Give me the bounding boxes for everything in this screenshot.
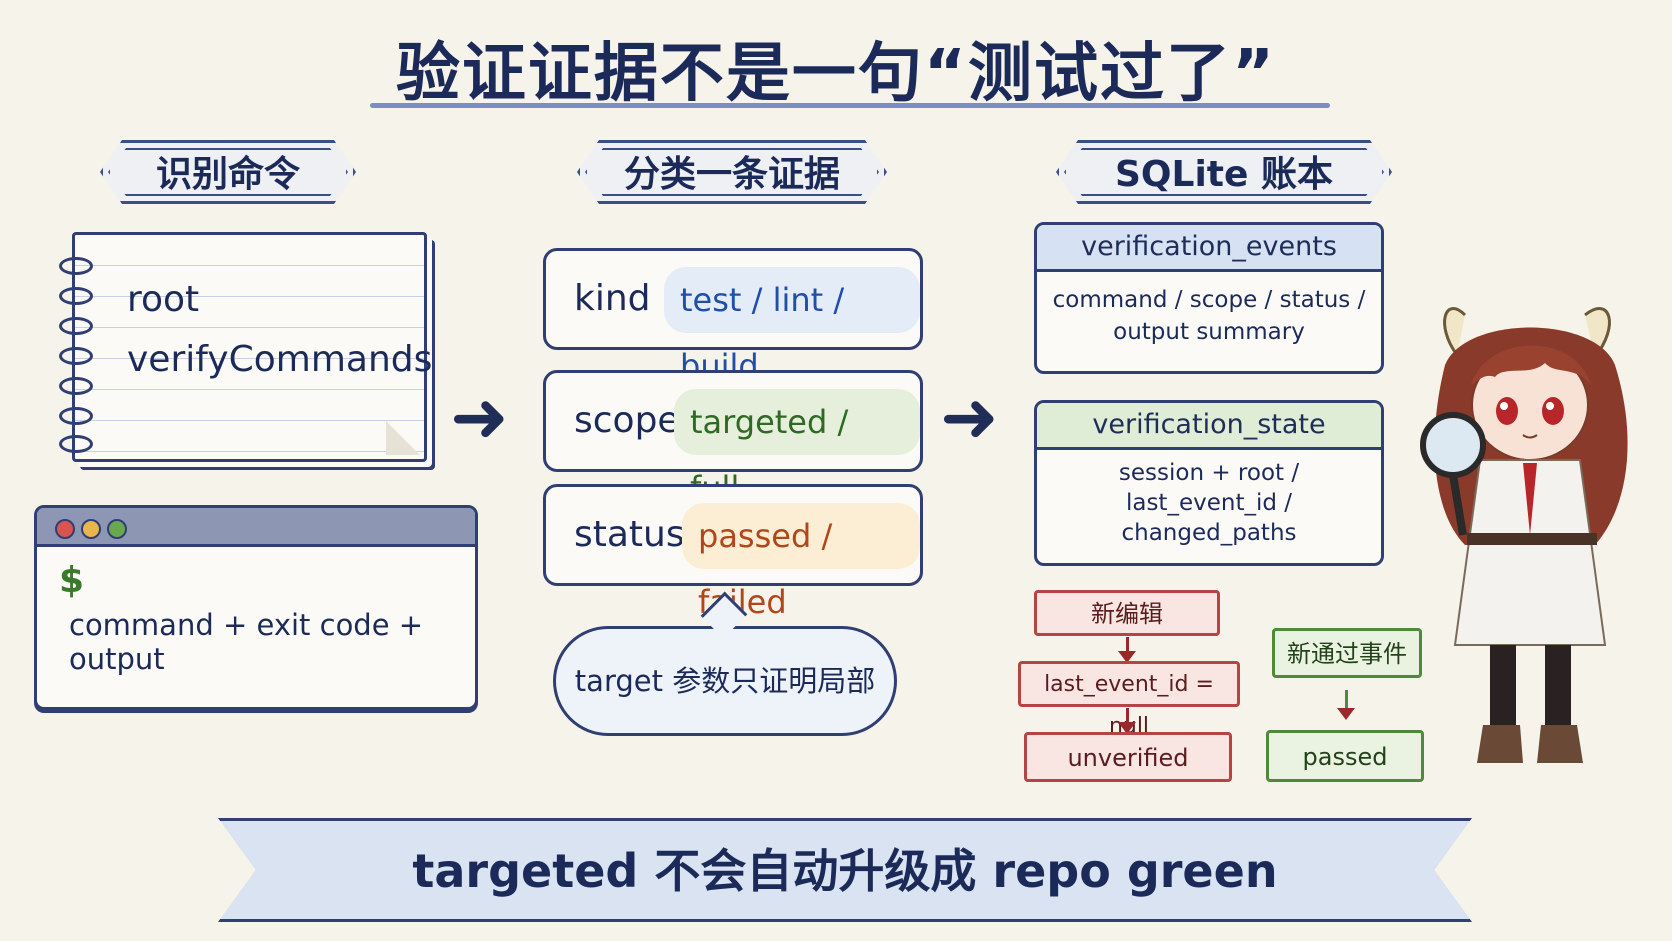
down-arrow-icon (1118, 637, 1136, 663)
flow-last-event-null: last_event_id = null (1018, 661, 1240, 739)
flow-new-edit: 新编辑 (1034, 590, 1220, 636)
down-arrow-icon (1118, 708, 1136, 734)
page-curl-icon (386, 421, 420, 455)
table-verification-events: verification_events command / scope / st… (1034, 222, 1384, 374)
card-value: targeted / full (674, 389, 920, 507)
horn-left-icon (1443, 307, 1467, 356)
terminal-titlebar (37, 508, 475, 547)
header-classify: 分类一条证据 (577, 140, 887, 204)
card-status: status : passed / failed (543, 484, 923, 621)
flow-passed: passed (1266, 730, 1424, 782)
card-key: kind : (574, 278, 675, 319)
card-value: passed / failed (682, 503, 920, 621)
notebook-line-root: root (127, 279, 200, 320)
flow-new-passed-event: 新通过事件 (1272, 628, 1422, 678)
notebook: root verifyCommands (59, 232, 432, 462)
card-scope: scope : targeted / full (543, 370, 923, 507)
table-field-line: changed_paths (1121, 520, 1297, 546)
table-name: verification_events (1037, 225, 1381, 272)
flow-unverified: unverified (1024, 732, 1232, 782)
terminal-line: command + exit code + output (69, 608, 424, 676)
table-field-line: session + root / (1118, 460, 1300, 486)
table-field-line: last_event_id / (1125, 490, 1293, 516)
table-field-line: command / scope / status / (1052, 287, 1366, 313)
maximize-dot-icon (107, 519, 127, 539)
table-verification-state: verification_state session + root / last… (1034, 400, 1384, 566)
character-illustration (1420, 307, 1628, 763)
close-dot-icon (55, 519, 75, 539)
note-cloud: target 参数只证明局部 (553, 626, 897, 736)
header-identify: 识别命令 (100, 140, 356, 204)
notebook-line-verifycommands: verifyCommands (127, 339, 433, 380)
down-arrow-green-icon (1337, 690, 1355, 720)
header-ledger: SQLite 账本 (1056, 140, 1392, 204)
banner-text: targeted 不会自动升级成 repo green (412, 844, 1278, 898)
right-arrow-icon: ➜ (940, 376, 999, 458)
terminal-prompt: $ (59, 560, 85, 601)
title-underline (370, 103, 1330, 108)
magnifier-icon (1420, 412, 1486, 478)
bottom-banner: targeted 不会自动升级成 repo green (218, 818, 1472, 922)
table-name: verification_state (1037, 403, 1381, 450)
right-arrow-icon: ➜ (450, 376, 509, 458)
card-kind: kind : test / lint / build (543, 248, 923, 385)
horn-right-icon (1584, 307, 1611, 358)
page-title: 验证证据不是一句“测试过了” (395, 37, 1277, 111)
note-text: target 参数只证明局部 (574, 664, 876, 698)
table-field-line: output summary (1113, 319, 1305, 345)
card-value: test / lint / build (664, 267, 920, 385)
minimize-dot-icon (81, 519, 101, 539)
terminal-window: $ command + exit code + output (34, 505, 478, 710)
